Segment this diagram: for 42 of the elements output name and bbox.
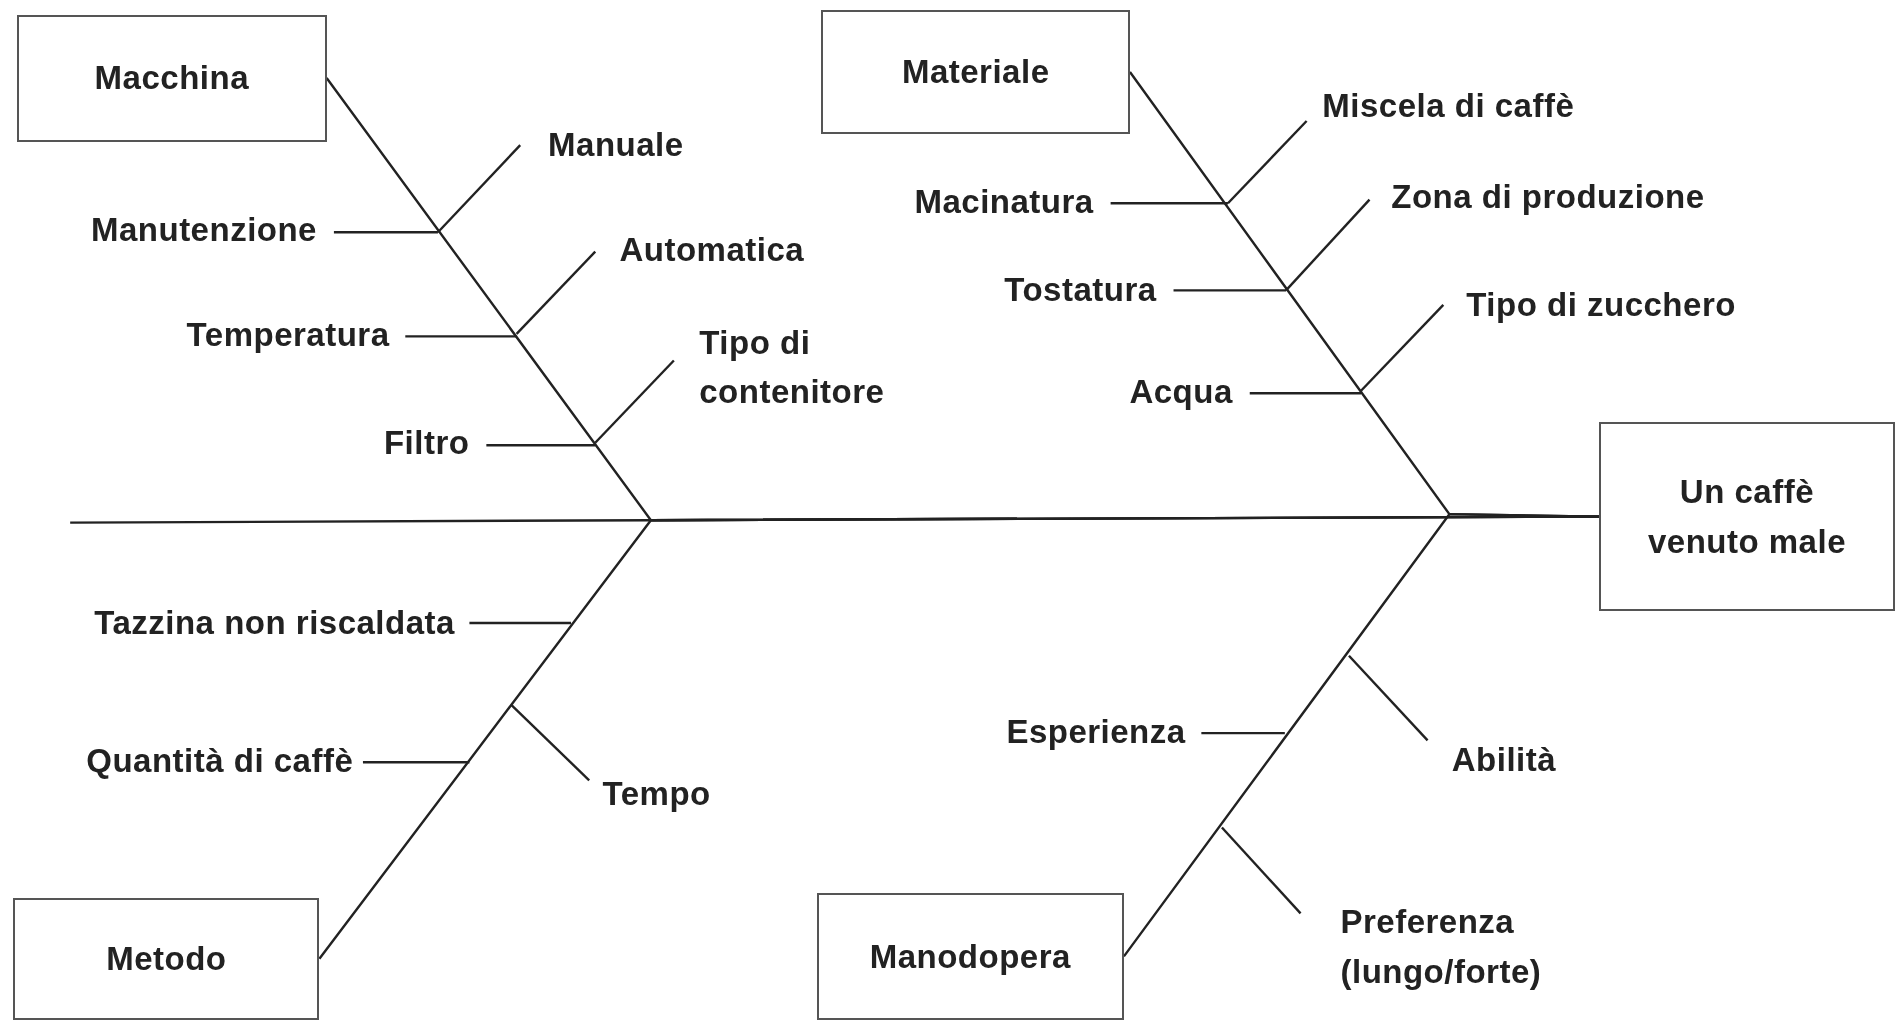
cause-line — [1201, 731, 1285, 735]
effect-box: Un caffè venuto male — [1599, 422, 1895, 611]
cause-line — [362, 761, 470, 764]
cause-line — [594, 359, 675, 444]
cause-line — [1173, 289, 1287, 292]
cause-line — [1348, 654, 1429, 742]
cause-label: Abilità — [1451, 735, 1557, 785]
cause-label: Miscela di caffè — [1322, 81, 1575, 132]
cause-label: Manuale — [548, 120, 684, 170]
cause-label: Manutenzione — [90, 205, 317, 255]
cause-label: Tempo — [602, 768, 711, 819]
category-box: Materiale — [821, 9, 1130, 135]
cause-line — [1249, 392, 1362, 395]
category-box: Manodopera — [816, 892, 1124, 1020]
cause-label: Esperienza — [1006, 707, 1186, 757]
cause-line — [333, 231, 438, 234]
cause-line — [486, 444, 596, 447]
cause-line — [1285, 198, 1371, 292]
cause-line — [405, 335, 517, 338]
cause-line — [1110, 202, 1228, 205]
cause-line — [515, 250, 597, 335]
cause-line — [469, 621, 572, 625]
cause-label: Tipo di zucchero — [1466, 280, 1736, 330]
cause-line — [510, 704, 590, 782]
cause-label: Automatica — [619, 225, 805, 276]
cause-label: Tostatura — [1004, 265, 1157, 316]
category-box: Macchina — [16, 14, 327, 142]
spine-line — [70, 515, 1600, 524]
cause-label: Quantità di caffè — [86, 736, 354, 786]
cause-label: Acqua — [1129, 367, 1233, 417]
cause-label: Filtro — [383, 418, 470, 468]
category-box: Metodo — [13, 897, 320, 1020]
cause-label: Preferenza (lungo/forte) — [1340, 896, 1571, 996]
cause-label: Tazzina non riscaldata — [94, 598, 455, 648]
cause-line — [1227, 120, 1308, 205]
cause-label: Zona di produzione — [1391, 172, 1705, 222]
cause-label: Temperatura — [186, 310, 390, 360]
cause-label: Tipo di contenitore — [699, 317, 930, 417]
cause-line — [1221, 826, 1302, 915]
cause-line — [1360, 304, 1445, 392]
cause-line — [437, 144, 522, 234]
cause-label: Macinatura — [914, 177, 1094, 227]
